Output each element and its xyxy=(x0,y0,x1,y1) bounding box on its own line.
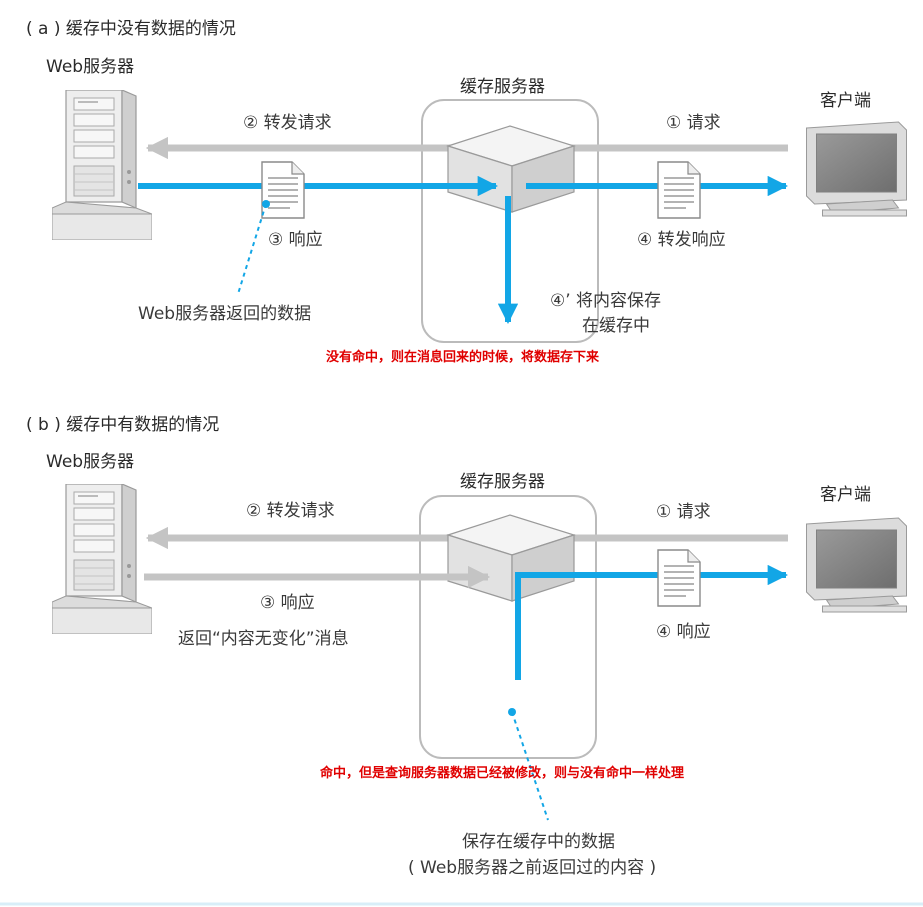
client-computer-icon xyxy=(805,121,908,217)
forwarded-document-icon xyxy=(657,161,701,219)
step3-label: ③ 响应 xyxy=(260,593,315,613)
client-label: 客户端 xyxy=(820,91,871,111)
cache-server-label: 缓存服务器 xyxy=(460,77,545,97)
web-server-icon xyxy=(52,484,152,634)
arrow-cached-response xyxy=(515,564,789,680)
cached-document-icon xyxy=(657,549,701,607)
cache-server-frame xyxy=(419,495,597,759)
web-server-label: Web服务器 xyxy=(46,57,134,77)
section-a: ( a ) 缓存中没有数据的情况 Web服务器 缓存服务器 客户端 ② 转发请求… xyxy=(26,19,908,365)
step4-label: ④ 转发响应 xyxy=(637,230,726,250)
cache-server-frame xyxy=(421,99,599,343)
section-b: ( b ) 缓存中有数据的情况 Web服务器 缓存服务器 客户端 ② 转发请求 … xyxy=(26,415,908,878)
web-data-note: Web服务器返回的数据 xyxy=(138,304,311,324)
step2-label: ② 转发请求 xyxy=(243,113,332,133)
section-b-title: ( b ) 缓存中有数据的情况 xyxy=(26,415,219,435)
step2-label: ② 转发请求 xyxy=(246,501,335,521)
step4b-label-line1: ④’ 将内容保存 xyxy=(550,291,661,311)
step1-label: ① 请求 xyxy=(656,502,711,522)
data-pointer-dot xyxy=(262,200,270,208)
web-server-icon xyxy=(52,90,152,240)
cached-data-note-line2: ( Web服务器之前返回过的内容 ) xyxy=(408,858,656,878)
section-a-title: ( a ) 缓存中没有数据的情况 xyxy=(26,19,236,39)
cache-server-icon xyxy=(447,514,575,602)
step1-label: ① 请求 xyxy=(666,113,721,133)
client-computer-icon xyxy=(805,517,908,613)
cached-data-pointer-line xyxy=(511,711,549,821)
step3-label: ③ 响应 xyxy=(268,230,323,250)
step4b-label-line2: 在缓存中 xyxy=(582,316,650,336)
cached-data-pointer-dot xyxy=(508,708,516,716)
cache-server-label: 缓存服务器 xyxy=(460,472,545,492)
cached-data-note-line1: 保存在缓存中的数据 xyxy=(462,832,615,852)
step4-label: ④ 响应 xyxy=(656,622,711,642)
red-note-b: 命中，但是查询服务器数据已经被修改，则与没有命中一样处理 xyxy=(319,765,684,781)
response-document-icon xyxy=(261,161,305,219)
web-server-label: Web服务器 xyxy=(46,452,134,472)
not-modified-note: 返回“内容无变化”消息 xyxy=(178,629,349,649)
red-note-a: 没有命中，则在消息回来的时候，将数据存下来 xyxy=(326,349,600,365)
client-label: 客户端 xyxy=(820,485,871,505)
